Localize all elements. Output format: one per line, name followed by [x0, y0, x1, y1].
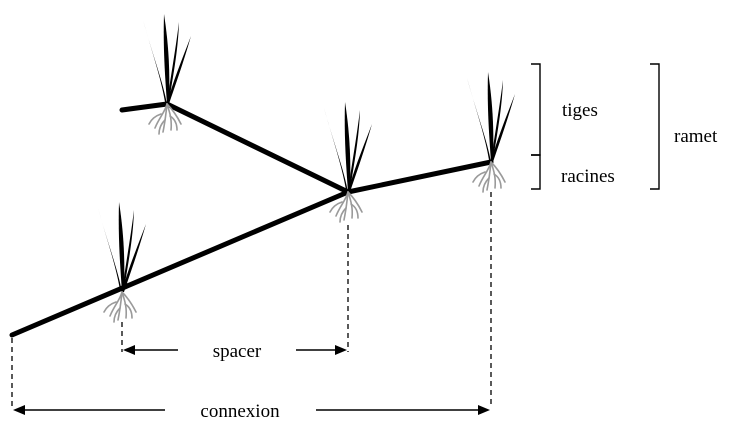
racines-label: racines — [561, 166, 615, 187]
ramet-3-shoots — [467, 72, 515, 162]
ramet-2 — [324, 102, 372, 223]
ramet-bracket — [650, 63, 660, 190]
stolon-upper — [119, 101, 494, 195]
spacer-dimension: spacer — [123, 341, 347, 362]
stolon-network — [9, 101, 494, 338]
ramet-1 — [143, 14, 191, 135]
ramet-label: ramet — [674, 126, 718, 147]
connexion-label: connexion — [200, 401, 280, 422]
tiges-label: tiges — [562, 100, 598, 121]
ramet-4 — [98, 202, 146, 323]
ramet-2-shoots — [324, 102, 372, 192]
ramet-brackets: tiges racines ramet — [531, 63, 718, 190]
stolon-lower — [9, 189, 351, 338]
tiges-bracket — [531, 63, 541, 156]
spacer-label: spacer — [213, 341, 262, 362]
spacer-arrowhead-left — [123, 345, 135, 355]
ramet-3 — [467, 72, 515, 193]
racines-bracket — [531, 154, 541, 190]
connexion-arrowhead-right — [478, 405, 490, 415]
guide-lines — [11, 192, 492, 408]
spacer-arrowhead-right — [335, 345, 347, 355]
connexion-arrowhead-left — [13, 405, 25, 415]
connexion-dimension: connexion — [13, 401, 490, 422]
ramet-1-shoots — [143, 14, 191, 104]
